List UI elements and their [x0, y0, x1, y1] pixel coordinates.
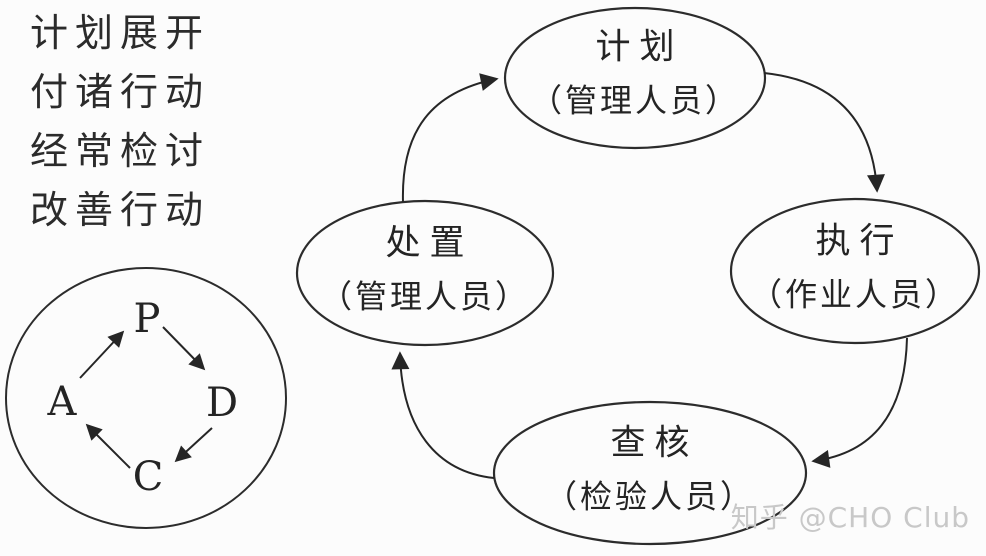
node-act-role: （管理人员）	[319, 277, 531, 316]
arrow-c-to-a-icon	[85, 423, 131, 469]
node-plan-role: （管理人员）	[529, 81, 741, 120]
node-check-label: 查核 （检验人员）	[545, 424, 755, 517]
pdca-letter-c: C	[132, 454, 164, 500]
arrow-do-to-check-icon	[811, 337, 908, 468]
node-act-title: 处置	[385, 223, 474, 264]
node-do-title: 执行	[815, 221, 904, 262]
node-check-ellipse	[492, 400, 808, 546]
arrow-a-to-p-icon	[79, 330, 125, 379]
node-check-role: （检验人员）	[544, 477, 756, 516]
pdca-letter-a: A	[47, 379, 77, 425]
node-check-title: 查核	[610, 423, 699, 464]
pdca-circle	[5, 267, 287, 529]
node-do-role: （作业人员）	[749, 275, 961, 314]
node-act-label: 处置 （管理人员）	[320, 224, 530, 317]
node-plan-title: 计划	[595, 27, 684, 68]
arrow-p-to-d-icon	[162, 326, 206, 371]
note-line-3: 经常检讨	[30, 129, 211, 173]
arrow-plan-to-do-icon	[763, 72, 885, 193]
watermark: 知乎 @CHO Club	[730, 501, 970, 534]
arrow-check-to-act-icon	[391, 351, 495, 479]
arrow-d-to-c-icon	[174, 427, 213, 463]
node-plan-label: 计划 （管理人员）	[530, 28, 740, 121]
note-line-1: 计划展开	[30, 11, 211, 55]
note-line-2: 付诸行动	[30, 70, 211, 114]
note-line-4: 改善行动	[30, 188, 211, 232]
notes-list: 计划展开 付诸行动 经常检讨 改善行动	[30, 4, 210, 240]
node-do-ellipse	[729, 197, 981, 345]
node-plan-ellipse	[503, 6, 767, 150]
node-do-label: 执行 （作业人员）	[750, 222, 960, 315]
arrow-act-to-plan-icon	[401, 73, 499, 203]
pdca-letter-p: P	[133, 296, 161, 342]
node-act-ellipse	[295, 199, 555, 347]
pdca-letter-d: D	[205, 380, 239, 426]
